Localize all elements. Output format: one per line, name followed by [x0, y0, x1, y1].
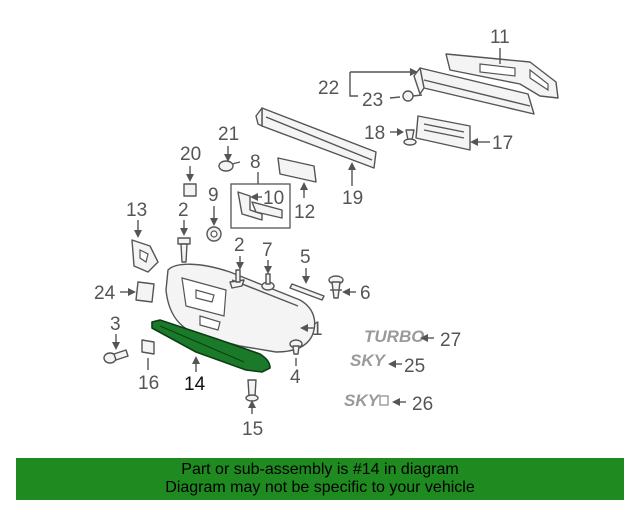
callout-2a[interactable]: 2 [178, 200, 189, 221]
callout-27[interactable]: 27 [440, 330, 461, 351]
part-20-clip[interactable] [183, 183, 197, 197]
part-3-bolt[interactable] [103, 349, 129, 364]
part-16-clip[interactable] [141, 339, 155, 355]
callout-15[interactable]: 15 [242, 419, 263, 440]
part-7-clip[interactable] [261, 273, 275, 291]
part-2-bolt-upper[interactable] [177, 237, 191, 263]
part-22-impact-bar[interactable] [413, 67, 535, 115]
callout-2b[interactable]: 2 [234, 235, 245, 256]
part-14-lower-valance[interactable] [151, 319, 271, 373]
part-11-energy-absorber[interactable] [445, 53, 559, 99]
part-18-push-pin[interactable] [403, 129, 417, 146]
leader-22 [349, 71, 412, 97]
part-17-bracket[interactable] [415, 115, 471, 151]
kit-box-8 [230, 183, 291, 229]
callout-23[interactable]: 23 [362, 90, 383, 111]
banner-line-2: Diagram may not be specific to your vehi… [165, 479, 475, 496]
callout-6[interactable]: 6 [360, 283, 371, 304]
info-banner: Part or sub-assembly is #14 in diagram D… [16, 458, 624, 500]
callout-22[interactable]: 22 [318, 78, 339, 99]
callout-7[interactable]: 7 [262, 240, 273, 261]
callout-9[interactable]: 9 [208, 185, 219, 206]
part-19-reinforcement[interactable] [255, 107, 377, 169]
part-1-bumper-cover[interactable] [165, 263, 316, 353]
part-5-strip[interactable] [289, 283, 325, 301]
callout-11[interactable]: 11 [490, 27, 510, 48]
callout-16[interactable]: 16 [138, 373, 159, 394]
part-2-pin-middle[interactable] [229, 269, 245, 289]
callout-3[interactable]: 3 [110, 314, 121, 335]
part-10-bracket[interactable] [237, 191, 283, 221]
callout-20[interactable]: 20 [180, 144, 201, 165]
callout-1[interactable]: 1 [312, 319, 323, 340]
callout-4[interactable]: 4 [290, 367, 301, 388]
leader-23 [389, 96, 401, 99]
part-23-bolt[interactable] [402, 90, 423, 102]
callout-21[interactable]: 21 [218, 124, 239, 145]
callout-13[interactable]: 13 [126, 200, 147, 221]
callout-5[interactable]: 5 [300, 247, 311, 268]
part-21-screw[interactable] [218, 160, 241, 172]
callout-26[interactable]: 26 [412, 394, 433, 415]
part-25-sky-emblem[interactable]: SKY [350, 351, 387, 370]
part-24-retainer[interactable] [135, 281, 155, 303]
parts-diagram: 11 22 23 17 18 19 12 [94, 27, 559, 440]
callout-12[interactable]: 12 [294, 202, 315, 223]
callout-8[interactable]: 8 [250, 152, 261, 173]
part-26-sky-emblem[interactable]: SKY [344, 391, 389, 410]
callout-19[interactable]: 19 [342, 188, 363, 209]
callout-18[interactable]: 18 [364, 123, 385, 144]
sky-badge-text-b: SKY [344, 391, 381, 410]
callout-25[interactable]: 25 [404, 356, 425, 377]
callout-24[interactable]: 24 [94, 283, 116, 304]
part-9-nut[interactable] [206, 226, 222, 242]
part-15-screw[interactable] [245, 379, 259, 402]
part-27-turbo-emblem[interactable]: TURBO [364, 327, 424, 346]
sky-badge-text-a: SKY [350, 351, 387, 370]
part-12-bracket[interactable] [277, 157, 317, 183]
callout-17[interactable]: 17 [492, 133, 513, 154]
part-6-push-clip[interactable] [328, 275, 344, 299]
banner-line-1: Part or sub-assembly is #14 in diagram [181, 461, 459, 478]
part-13-side-bracket[interactable] [131, 239, 159, 273]
turbo-badge-text: TURBO [364, 327, 424, 346]
callout-10[interactable]: 10 [263, 188, 284, 209]
callout-14[interactable]: 14 [184, 374, 206, 395]
part-4-push-pin[interactable] [289, 339, 303, 355]
